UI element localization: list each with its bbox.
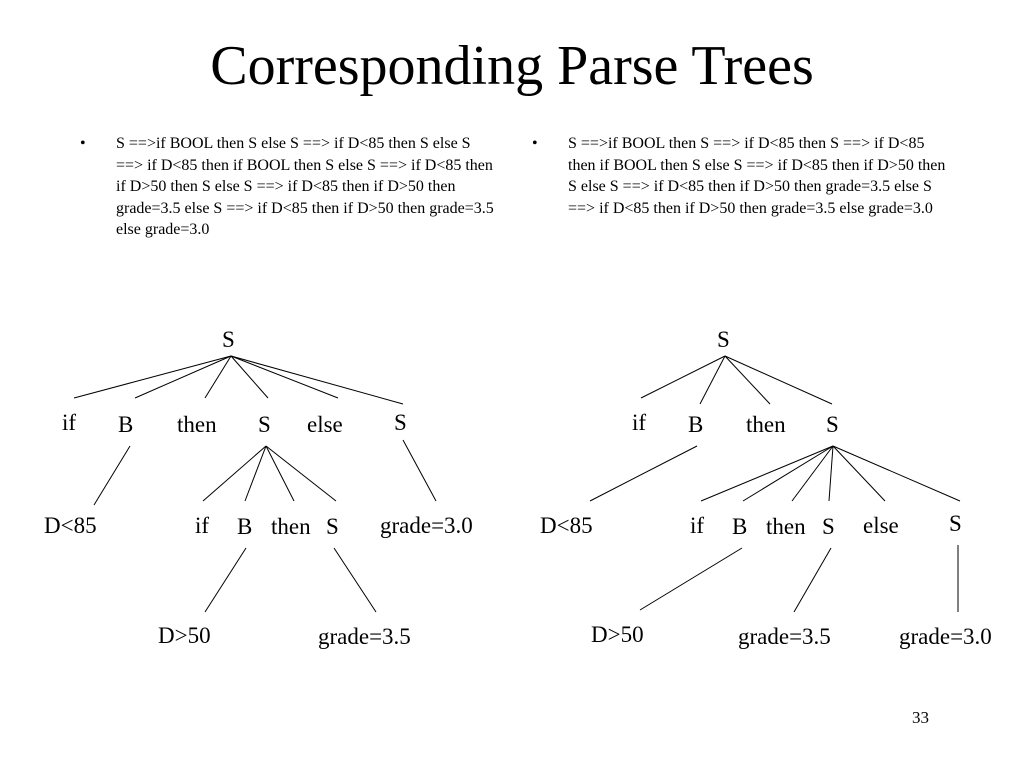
tree-right-node: then xyxy=(766,514,806,539)
tree-left-node: then xyxy=(271,514,311,539)
tree-left-node: B xyxy=(118,412,134,437)
slide-title: Corresponding Parse Trees xyxy=(210,35,814,97)
edge xyxy=(73,355,232,399)
bullet-marker: • xyxy=(80,135,86,152)
tree-left-node: if xyxy=(195,513,210,538)
tree-right-node: if xyxy=(690,513,705,538)
tree-left-root: S xyxy=(222,327,235,352)
edge xyxy=(791,445,834,502)
edge xyxy=(828,445,834,502)
tree-right-node: B xyxy=(688,412,704,437)
tree-right-node: grade=3.0 xyxy=(899,624,992,649)
edge xyxy=(204,547,247,613)
bullet-marker: • xyxy=(532,135,538,152)
tree-left-node: S xyxy=(326,514,339,539)
edge xyxy=(724,355,833,405)
edge xyxy=(589,445,698,502)
bullet-right-text: S ==>if BOOL then S ==> if D<85 then S =… xyxy=(568,135,946,217)
edge xyxy=(640,355,726,399)
tree-right-node: D>50 xyxy=(591,622,644,647)
tree-right-node: D<85 xyxy=(540,513,593,538)
edge xyxy=(244,445,267,502)
edge xyxy=(402,439,437,502)
tree-right-root: S xyxy=(717,327,730,352)
edge xyxy=(93,445,131,506)
tree-right-node: if xyxy=(632,410,647,435)
tree-left-node: grade=3.0 xyxy=(380,513,473,538)
tree-right-node: grade=3.5 xyxy=(738,624,831,649)
edge xyxy=(202,445,267,502)
bullet-left-text: S ==>if BOOL then S else S ==> if D<85 t… xyxy=(116,135,494,238)
edge xyxy=(265,445,337,502)
tree-left-node: grade=3.5 xyxy=(318,624,411,649)
tree-right-node: B xyxy=(732,514,748,539)
edge xyxy=(230,355,404,405)
edge xyxy=(230,355,269,399)
edge xyxy=(265,445,295,502)
edge xyxy=(699,355,726,405)
tree-right-node: then xyxy=(746,412,786,437)
tree-right-node: S xyxy=(826,412,839,437)
tree-left-node: D<85 xyxy=(44,513,97,538)
edge xyxy=(134,355,232,399)
tree-left-node: else xyxy=(307,412,343,437)
tree-right-node: S xyxy=(949,511,962,536)
edge xyxy=(724,355,771,405)
page-number: 33 xyxy=(912,708,929,727)
tree-right-node: else xyxy=(863,513,899,538)
tree-right-node: S xyxy=(822,514,835,539)
tree-left-node: S xyxy=(394,410,407,435)
tree-left-node: S xyxy=(258,412,271,437)
tree-left-node: then xyxy=(177,412,217,437)
edge xyxy=(230,355,339,399)
edge xyxy=(639,547,743,611)
tree-left-node: B xyxy=(237,514,253,539)
edge xyxy=(793,547,832,613)
tree-left-node: if xyxy=(62,410,77,435)
edge xyxy=(832,445,961,502)
edge xyxy=(832,445,886,502)
edge xyxy=(204,355,232,399)
tree-left-node: D>50 xyxy=(158,623,211,648)
edge xyxy=(333,547,377,613)
edge xyxy=(742,445,834,502)
edge xyxy=(700,445,834,502)
